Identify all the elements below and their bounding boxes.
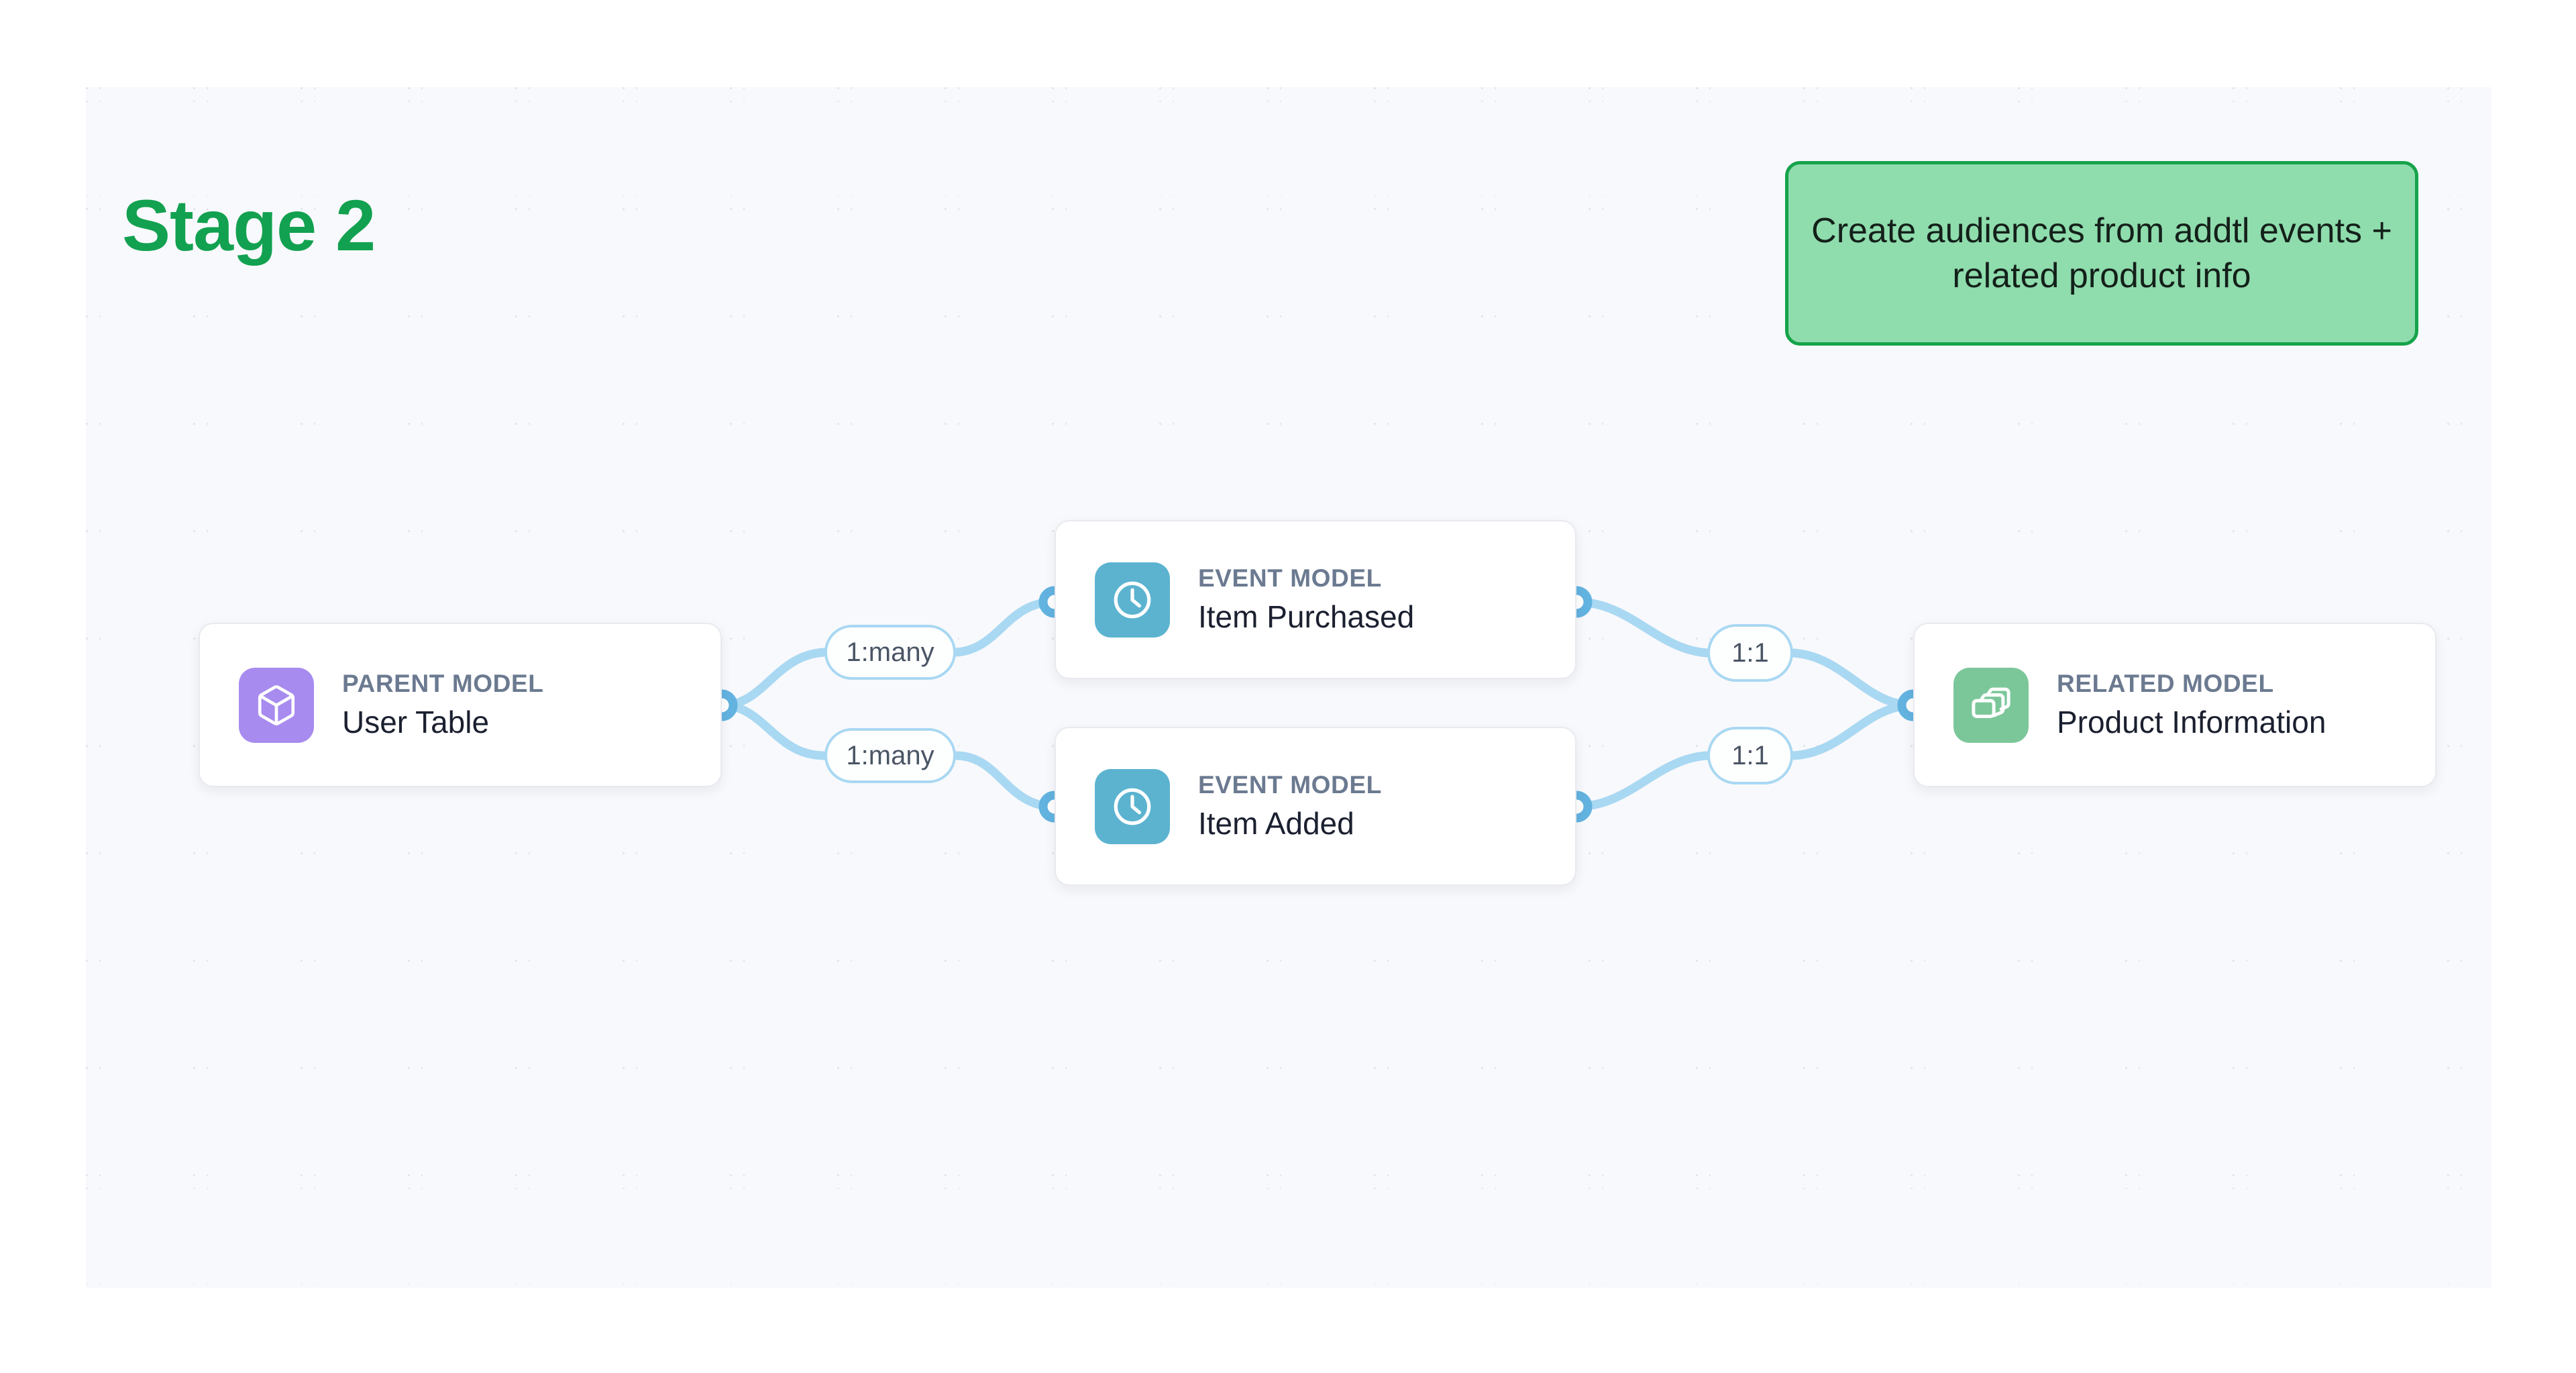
- node-event-model-item-added[interactable]: EVENT MODEL Item Added: [1055, 727, 1576, 886]
- callout-text: Create audiences from addtl events + rel…: [1811, 211, 2392, 295]
- node-parent-model[interactable]: PARENT MODEL User Table: [199, 623, 722, 787]
- node-text-group: EVENT MODEL Item Added: [1198, 771, 1382, 841]
- node-title: User Table: [342, 704, 490, 740]
- cube-icon: [239, 667, 314, 743]
- node-title: Item Purchased: [1198, 599, 1415, 634]
- node-title: Product Information: [2057, 704, 2326, 740]
- page-title: Stage 2: [122, 185, 376, 266]
- node-kicker: RELATED MODEL: [2057, 670, 2274, 698]
- node-related-model[interactable]: RELATED MODEL Product Information: [1913, 623, 2436, 787]
- node-text-group: EVENT MODEL Item Purchased: [1198, 564, 1414, 634]
- node-title: Item Added: [1198, 805, 1354, 841]
- node-kicker: EVENT MODEL: [1198, 771, 1382, 799]
- relationship-label-parent-to-item-added[interactable]: 1:many: [824, 728, 956, 783]
- node-event-model-item-purchased[interactable]: EVENT MODEL Item Purchased: [1055, 520, 1576, 679]
- relationship-label-parent-to-item-purchased[interactable]: 1:many: [824, 625, 956, 680]
- relationship-label-item-purchased-to-product[interactable]: 1:1: [1707, 624, 1793, 682]
- node-kicker: EVENT MODEL: [1198, 564, 1382, 593]
- callout-box: Create audiences from addtl events + rel…: [1785, 161, 2418, 346]
- relationship-label-item-added-to-product[interactable]: 1:1: [1707, 727, 1793, 784]
- clock-icon: [1095, 768, 1170, 844]
- stacked-layers-icon: [1953, 667, 2029, 743]
- node-kicker: PARENT MODEL: [342, 670, 544, 698]
- clock-icon: [1095, 562, 1170, 638]
- node-text-group: RELATED MODEL Product Information: [2057, 670, 2326, 740]
- node-text-group: PARENT MODEL User Table: [342, 670, 543, 740]
